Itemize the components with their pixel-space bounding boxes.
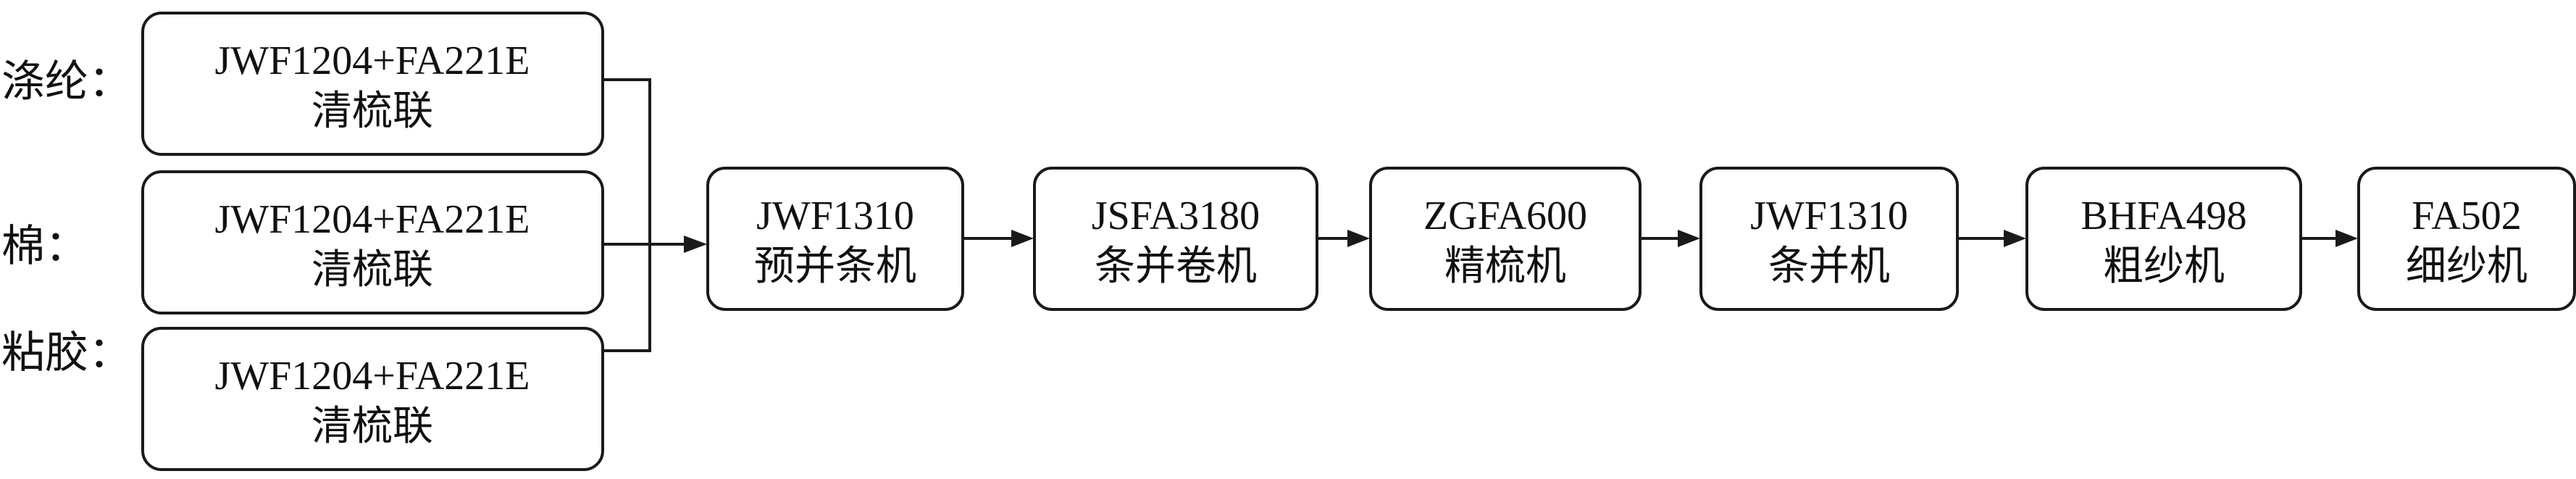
process-machine-6: 细纱机 xyxy=(2406,244,2527,289)
source-box-polyester xyxy=(141,12,604,156)
flow-arrow-2 xyxy=(1317,230,1370,247)
process-machine-1: 预并条机 xyxy=(754,244,916,289)
process-step-5: BHFA498 粗纱机 xyxy=(2025,167,2302,311)
source-label-viscose: 粘胶： xyxy=(1,329,132,377)
source-polyester: 涤纶： JWF1204+FA221E 清梳联 xyxy=(1,12,604,156)
process-machine-4: 条并机 xyxy=(1768,244,1890,289)
source-model-viscose: JWF1204+FA221E xyxy=(214,354,530,399)
merge-bracket-line xyxy=(603,78,651,352)
process-model-4: JWF1310 xyxy=(1750,193,1908,238)
process-model-3: ZGFA600 xyxy=(1423,193,1587,238)
source-label-polyester: 涤纶： xyxy=(1,58,132,106)
process-step-4: JWF1310 条并机 xyxy=(1699,167,1959,311)
process-step-3: ZGFA600 精梳机 xyxy=(1369,167,1642,311)
source-viscose: 粘胶： JWF1204+FA221E 清梳联 xyxy=(1,327,604,471)
source-machine-polyester: 清梳联 xyxy=(311,89,433,134)
merge-connector xyxy=(603,78,707,352)
flow-arrow-3 xyxy=(1640,230,1700,247)
process-model-2: JSFA3180 xyxy=(1092,193,1260,238)
flow-arrow-1 xyxy=(963,230,1034,247)
merge-arrowhead xyxy=(684,236,707,253)
process-model-6: FA502 xyxy=(2412,193,2521,238)
process-machine-2: 条并卷机 xyxy=(1095,244,1257,289)
process-model-1: JWF1310 xyxy=(756,193,914,238)
process-machine-3: 精梳机 xyxy=(1444,244,1566,289)
source-machine-viscose: 清梳联 xyxy=(311,404,433,449)
process-machine-5: 粗纱机 xyxy=(2103,244,2225,289)
flow-arrow-4 xyxy=(1957,230,2026,247)
source-box-cotton xyxy=(141,170,604,315)
source-cotton: 棉： JWF1204+FA221E 清梳联 xyxy=(1,170,604,315)
source-model-polyester: JWF1204+FA221E xyxy=(214,38,530,83)
source-model-cotton: JWF1204+FA221E xyxy=(214,197,530,242)
flow-arrow-5 xyxy=(2301,230,2358,247)
process-step-1: JWF1310 预并条机 xyxy=(706,167,964,311)
source-machine-cotton: 清梳联 xyxy=(311,248,433,293)
process-step-6: FA502 细纱机 xyxy=(2357,167,2576,311)
process-step-2: JSFA3180 条并卷机 xyxy=(1033,167,1318,311)
source-box-viscose xyxy=(141,327,604,471)
source-label-cotton: 棉： xyxy=(1,222,88,270)
process-model-5: BHFA498 xyxy=(2081,193,2246,238)
process-box-6 xyxy=(2357,167,2576,311)
